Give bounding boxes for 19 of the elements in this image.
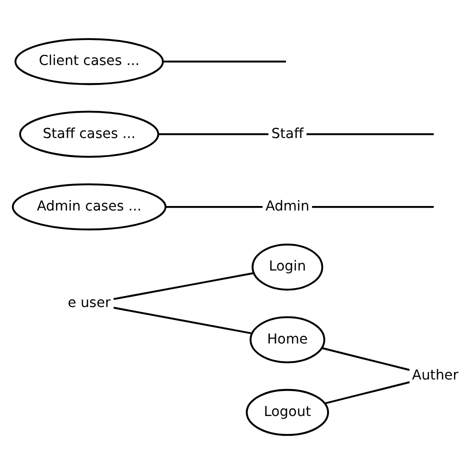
node-text: Auther — [412, 368, 458, 384]
connector — [166, 206, 263, 208]
node-ellipse: Admin cases ... — [12, 183, 167, 230]
connector — [324, 381, 410, 404]
node-text: Staff — [271, 126, 304, 142]
node-ellipse: Home — [250, 316, 326, 364]
node-text: e user — [68, 294, 111, 311]
connector — [163, 60, 286, 62]
node-ellipse: Logout — [246, 388, 329, 436]
connector — [322, 347, 410, 371]
connector — [312, 206, 434, 208]
connector — [113, 306, 252, 334]
connector — [306, 133, 434, 136]
connector — [158, 133, 268, 136]
node-ellipse: Login — [252, 244, 324, 291]
connector — [113, 272, 254, 300]
node-text: Admin — [265, 198, 310, 214]
node-ellipse: Client cases ... — [14, 38, 164, 86]
node-ellipse: Staff cases ... — [19, 110, 160, 158]
